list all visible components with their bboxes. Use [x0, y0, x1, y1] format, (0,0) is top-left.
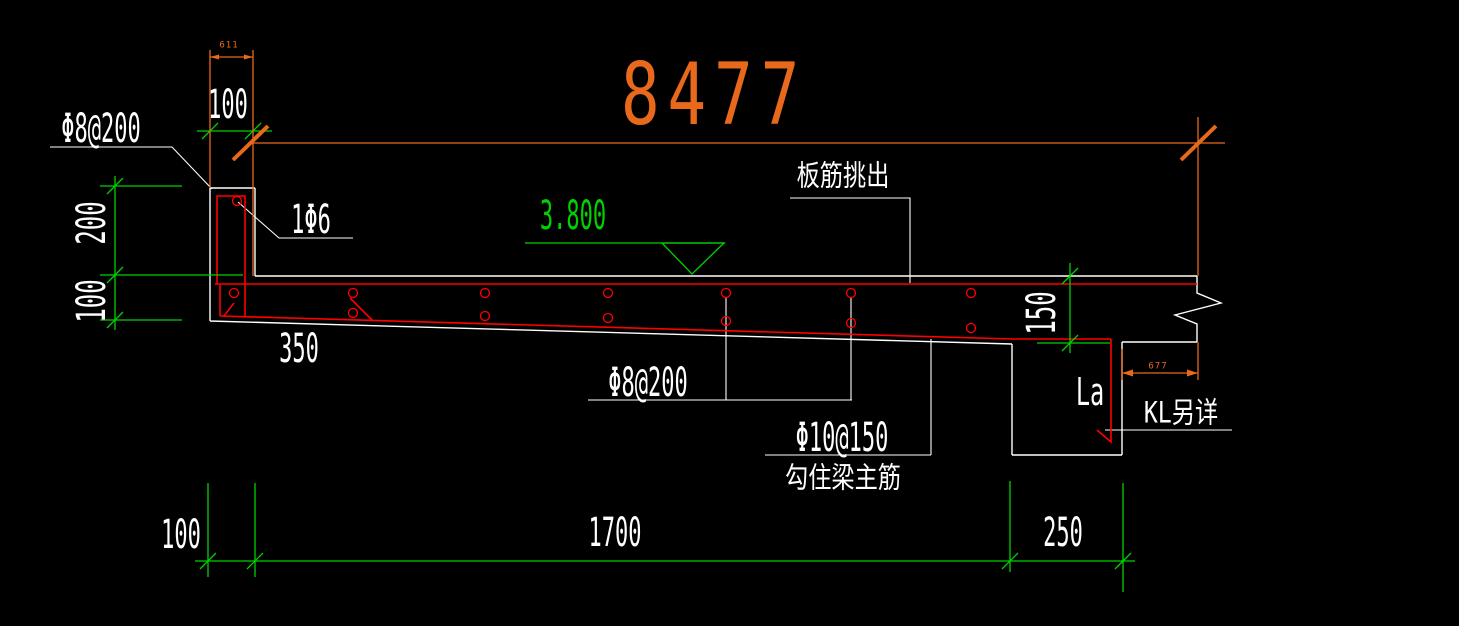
bottom-bar — [219, 315, 1111, 340]
distribution-bar-sections — [228, 195, 977, 334]
overhang-dimension-677: 677 — [1148, 361, 1168, 372]
level-annotation: 3.800 — [539, 193, 607, 239]
leader-lines — [50, 146, 1232, 456]
leader-parapet-bar — [237, 201, 353, 239]
beam-note-label: KL另详 — [1143, 395, 1219, 430]
overall-dimension-text: 8477 — [620, 45, 808, 145]
structure-outline — [209, 187, 1224, 456]
leader-distribution-rebar — [588, 298, 852, 401]
hook-rebar-label: Φ10@150 — [795, 415, 889, 461]
top-rebar-label: Φ8@200 — [61, 106, 141, 152]
distribution-rebar-label: Φ8@200 — [608, 360, 688, 406]
slab-rebar-note: 板筋挑出 — [796, 158, 890, 193]
bottom-extension-lines — [207, 481, 1124, 592]
parapet-bar — [216, 195, 246, 316]
leader-slab-note — [790, 197, 911, 283]
left-vertical-dim — [100, 176, 243, 330]
leader-top-rebar — [50, 146, 213, 190]
dimension-lines-green — [100, 122, 1135, 592]
left-dimension-100: 100 — [69, 279, 115, 323]
overall-dim-slashes — [231, 124, 1218, 162]
dimension-lines-orange — [209, 50, 1225, 380]
level-triangle — [660, 242, 726, 275]
hook-rebar-note: 勾住梁主筋 — [784, 460, 902, 495]
break-symbol — [1172, 276, 1224, 342]
bottom-dimension-250: 250 — [1043, 510, 1083, 556]
slope-dimension-350: 350 — [279, 326, 319, 372]
anchorage-bar — [1096, 339, 1112, 444]
bottom-dimension-1700: 1700 — [588, 510, 642, 556]
rebar-lines — [215, 195, 1197, 444]
right-dimension-150: 150 — [1019, 291, 1065, 335]
bottom-dim-ticks — [199, 552, 1132, 570]
anchorage-label: La — [1075, 370, 1105, 414]
parapet-bar-label: 1Φ6 — [291, 197, 331, 243]
overhang-dim-line — [1121, 342, 1199, 380]
parapet-width-dimension: 100 — [208, 82, 248, 128]
overhang-dim-arrows — [210, 54, 1198, 377]
leader-hook-rebar — [765, 339, 932, 456]
bottom-dimension-100: 100 — [161, 512, 201, 558]
right-thickness-dim — [1037, 263, 1110, 353]
left-dimension-200: 200 — [69, 201, 115, 245]
hook-diagonal — [349, 297, 374, 322]
parapet-small-dimension: 611 — [219, 40, 239, 51]
left-end-bar — [219, 285, 235, 317]
